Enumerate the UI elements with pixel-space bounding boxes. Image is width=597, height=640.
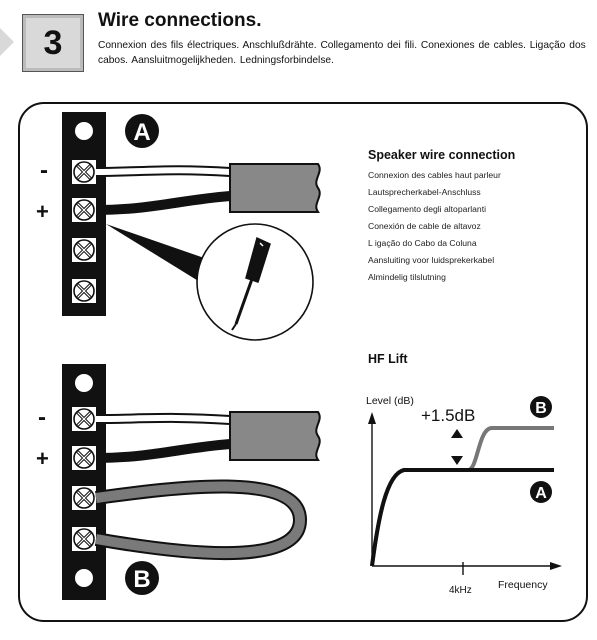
hf-lift-heading: HF Lift (368, 352, 408, 366)
speaker-translations-list: Connexion des cables haut parleur Lautsp… (368, 167, 501, 286)
terminal-screw-icon (69, 195, 99, 225)
jumper-link (94, 479, 308, 561)
y-axis-label: Level (dB) (366, 395, 414, 407)
terminal-screw-icon (69, 276, 99, 306)
curve-a-label: A (535, 485, 547, 502)
level-up-arrow-icon (451, 429, 463, 438)
terminal-screw-icon (69, 235, 99, 265)
terminal-block-b (62, 364, 106, 600)
positive-sign-b: + (36, 446, 49, 471)
list-item: Connexion des cables haut parleur (368, 170, 501, 180)
list-item: Collegamento degli altoparlanti (368, 204, 487, 214)
list-item: Aansluiting voor luidsprekerkabel (368, 255, 495, 265)
x-axis-arrow-icon (550, 562, 562, 570)
x-axis-label: Frequency (498, 579, 548, 591)
speaker-cable-a (95, 163, 321, 215)
terminal-screw-icon (69, 157, 99, 187)
diagram-a-badge: A (125, 114, 159, 148)
mounting-hole-icon (75, 569, 93, 587)
negative-sign-a: - (40, 157, 48, 184)
curve-b-badge (530, 396, 552, 418)
curve-b-label: B (535, 400, 547, 417)
screwdriver-inset (106, 223, 314, 341)
list-item: Lautsprecherkabel-Anschluss (368, 187, 481, 197)
terminal-screw-icon (69, 524, 99, 554)
step-number-badge: 3 (22, 14, 84, 72)
diagram-b-label: B (133, 566, 150, 593)
terminal-screw-icon (69, 443, 99, 473)
curve-a-badge (530, 481, 552, 503)
mounting-hole-icon (75, 122, 93, 140)
mounting-hole-icon (75, 374, 93, 392)
list-item: Almindelig tilslutning (368, 272, 446, 282)
curve-a (370, 468, 554, 567)
x-tick-label: 4kHz (449, 585, 472, 596)
level-down-arrow-icon (451, 456, 463, 465)
speaker-section-heading: Speaker wire connection (368, 148, 516, 162)
screwdriver-icon (231, 236, 271, 331)
terminal-screw-icon (69, 404, 99, 434)
list-item: Conexión de cable de altavoz (368, 221, 481, 231)
hf-lift-graph: B A Level (dB) +1.5dB Frequency 4kHz (366, 395, 562, 596)
speaker-cable-b (95, 411, 321, 463)
instruction-panel (18, 102, 588, 622)
negative-sign-b: - (38, 404, 46, 431)
positive-sign-a: + (36, 199, 49, 224)
curve-b (370, 426, 554, 567)
page-title: Wire connections. (98, 10, 262, 31)
terminal-screw-icon (69, 483, 99, 513)
diagram-b-badge: B (125, 561, 159, 595)
diagram-a-label: A (133, 119, 150, 146)
y-axis-arrow-icon (368, 412, 376, 424)
step-arrow-icon (0, 28, 14, 56)
lift-annotation: +1.5dB (421, 406, 475, 425)
page-subtitle: Connexion des fils électriques. Anschluß… (98, 40, 586, 66)
list-item: L igação do Cabo da Coluna (368, 238, 477, 248)
